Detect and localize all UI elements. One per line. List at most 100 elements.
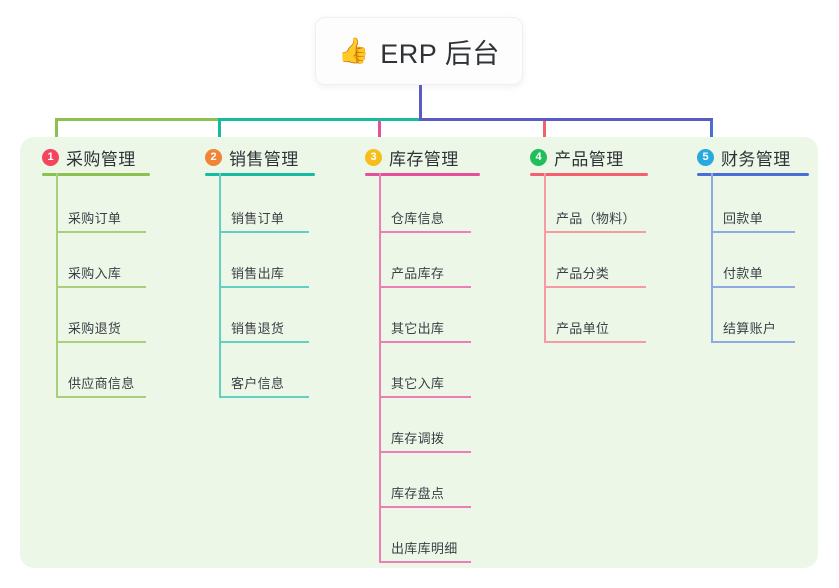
leaf-label: 其它入库 (391, 376, 445, 391)
leaf-rule (381, 506, 471, 508)
leaf-rule (381, 286, 471, 288)
branch-connector-2 (217, 118, 221, 142)
leaf-node[interactable]: 供应商信息 (58, 372, 146, 398)
branch-title-5: 财务管理 (721, 150, 791, 169)
leaf-rule (58, 286, 146, 288)
leaf-node[interactable]: 客户信息 (221, 372, 309, 398)
leaf-label: 客户信息 (231, 376, 285, 391)
branch-connector-1 (54, 118, 58, 142)
branch-rule-4 (530, 173, 648, 176)
leaf-rule (58, 341, 146, 343)
bus-segment-mid (217, 118, 421, 121)
leaf-rule (221, 286, 309, 288)
leaf-label: 结算账户 (723, 321, 777, 336)
branch-rule-5 (697, 173, 809, 176)
leaf-rule (381, 341, 471, 343)
leaf-label: 销售订单 (231, 211, 285, 226)
leaf-node[interactable]: 采购入库 (58, 262, 146, 288)
leaf-label: 仓库信息 (391, 211, 445, 226)
leaf-rule (546, 286, 646, 288)
branch-rule-2 (205, 173, 315, 176)
branch-title-1: 采购管理 (66, 150, 136, 169)
leaf-label: 库存调拨 (391, 431, 445, 446)
leaf-label: 采购退货 (68, 321, 122, 336)
leaf-label: 销售出库 (231, 266, 285, 281)
leaf-label: 销售退货 (231, 321, 285, 336)
bus-segment-right (418, 118, 713, 121)
branch-badge-2: 2 (205, 149, 222, 166)
branch-spine-4 (544, 173, 546, 343)
leaf-node[interactable]: 仓库信息 (381, 207, 471, 233)
branch-column-5: 5 财务管理回款单付款单结算账户 (697, 137, 829, 568)
branch-rule-3 (365, 173, 480, 176)
root-node-content: 👍 ERP 后台 (338, 32, 500, 71)
leaf-rule (546, 231, 646, 233)
root-connector (418, 85, 422, 120)
leaf-label: 回款单 (723, 211, 763, 226)
branch-connector-4 (542, 118, 546, 142)
branch-badge-3: 3 (365, 149, 382, 166)
leaf-rule (381, 451, 471, 453)
branch-badge-5: 5 (697, 149, 714, 166)
branch-title-2: 销售管理 (229, 150, 299, 169)
branch-header-1[interactable]: 1 采购管理 (42, 145, 136, 170)
leaf-node[interactable]: 采购订单 (58, 207, 146, 233)
leaf-rule (381, 561, 471, 563)
leaf-label: 出库库明细 (391, 541, 458, 556)
leaf-rule (221, 341, 309, 343)
leaf-node[interactable]: 销售退货 (221, 317, 309, 343)
leaf-label: 产品库存 (391, 266, 445, 281)
leaf-label: 采购订单 (68, 211, 122, 226)
leaf-node[interactable]: 出库库明细 (381, 537, 471, 563)
branch-connector-3 (377, 118, 381, 142)
leaf-node[interactable]: 其它出库 (381, 317, 471, 343)
root-node[interactable]: 👍 ERP 后台 (315, 17, 523, 85)
leaf-node[interactable]: 产品库存 (381, 262, 471, 288)
leaf-node[interactable]: 产品分类 (546, 262, 646, 288)
bus-segment-left (54, 118, 220, 121)
branch-connector-5 (709, 118, 713, 142)
branch-column-2: 2 销售管理销售订单销售出库销售退货客户信息 (205, 137, 335, 568)
branch-header-2[interactable]: 2 销售管理 (205, 145, 299, 170)
leaf-label: 供应商信息 (68, 376, 135, 391)
leaf-label: 付款单 (723, 266, 763, 281)
leaf-label: 产品分类 (556, 266, 610, 281)
leaf-rule (381, 396, 471, 398)
leaf-node[interactable]: 结算账户 (713, 317, 795, 343)
leaf-label: 产品（物料） (556, 211, 636, 226)
branch-spine-1 (56, 173, 58, 398)
branch-header-3[interactable]: 3 库存管理 (365, 145, 459, 170)
leaf-rule (58, 396, 146, 398)
leaf-label: 采购入库 (68, 266, 122, 281)
leaf-node[interactable]: 产品单位 (546, 317, 646, 343)
root-title: ERP 后台 (380, 38, 500, 69)
leaf-rule (381, 231, 471, 233)
leaf-node[interactable]: 付款单 (713, 262, 795, 288)
leaf-node[interactable]: 采购退货 (58, 317, 146, 343)
leaf-label: 产品单位 (556, 321, 610, 336)
leaf-rule (713, 231, 795, 233)
branch-spine-5 (711, 173, 713, 343)
branch-spine-2 (219, 173, 221, 398)
branch-column-1: 1 采购管理采购订单采购入库采购退货供应商信息 (42, 137, 170, 568)
leaf-node[interactable]: 销售订单 (221, 207, 309, 233)
leaf-node[interactable]: 库存盘点 (381, 482, 471, 508)
branch-header-5[interactable]: 5 财务管理 (697, 145, 791, 170)
branch-badge-1: 1 (42, 149, 59, 166)
leaf-node[interactable]: 库存调拨 (381, 427, 471, 453)
leaf-label: 库存盘点 (391, 486, 445, 501)
leaf-node[interactable]: 回款单 (713, 207, 795, 233)
branch-title-3: 库存管理 (389, 150, 459, 169)
thumbs-up-icon: 👍 (338, 36, 370, 65)
leaf-rule (546, 341, 646, 343)
leaf-node[interactable]: 产品（物料） (546, 207, 646, 233)
leaf-node[interactable]: 其它入库 (381, 372, 471, 398)
leaf-rule (713, 341, 795, 343)
leaf-label: 其它出库 (391, 321, 445, 336)
branch-rule-1 (42, 173, 150, 176)
diagram-panel: 1 采购管理采购订单采购入库采购退货供应商信息 2 销售管理销售订单销售出库销售退货客… (20, 137, 818, 568)
leaf-node[interactable]: 销售出库 (221, 262, 309, 288)
